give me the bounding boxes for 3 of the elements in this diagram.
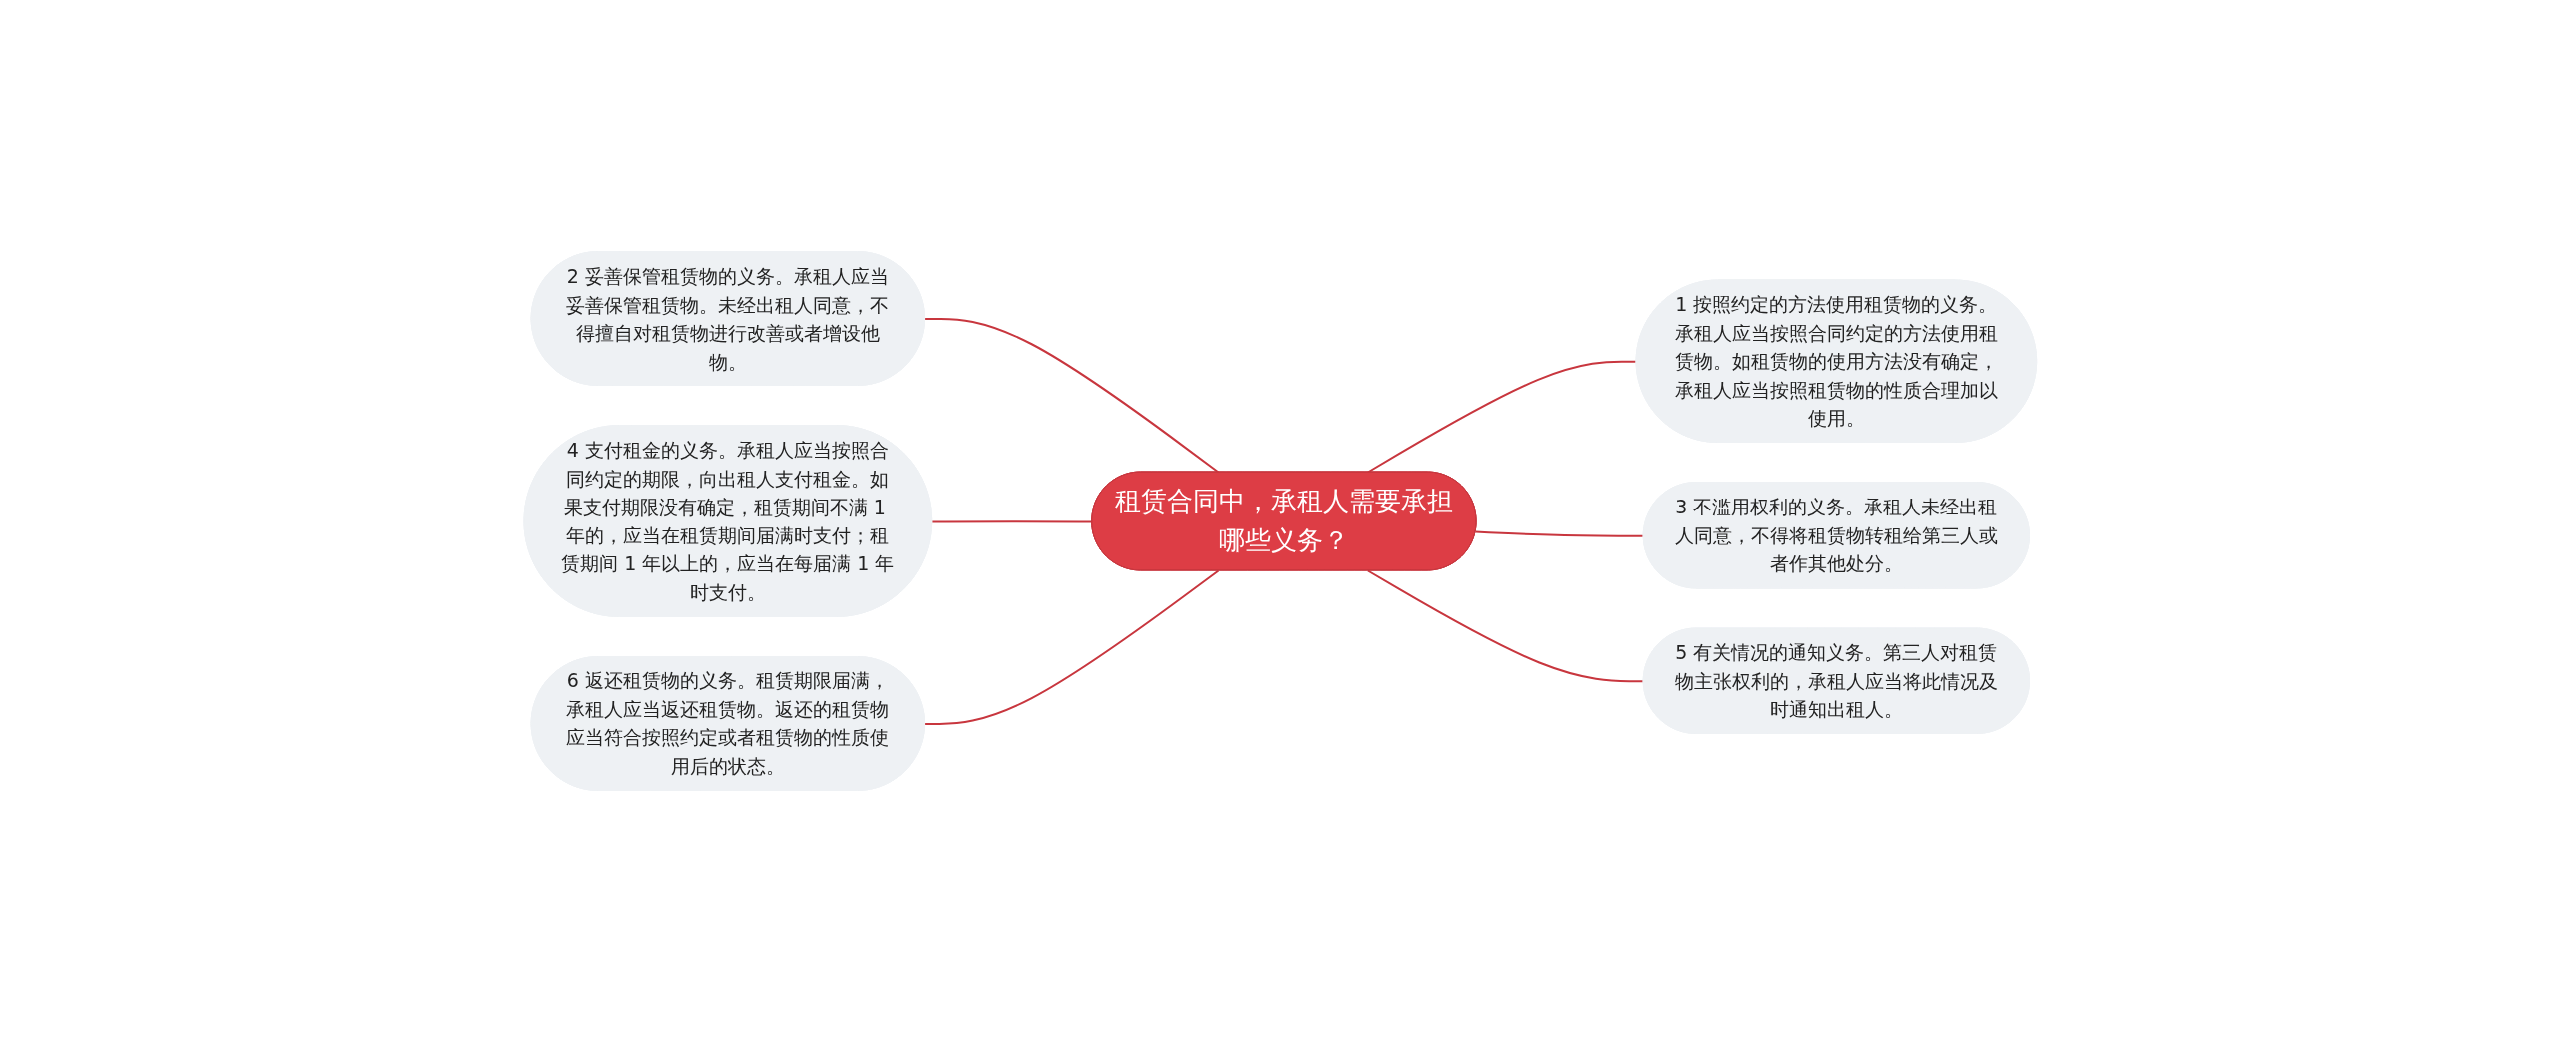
connector — [930, 520, 1093, 523]
connector — [923, 317, 1220, 474]
connector — [923, 569, 1220, 725]
